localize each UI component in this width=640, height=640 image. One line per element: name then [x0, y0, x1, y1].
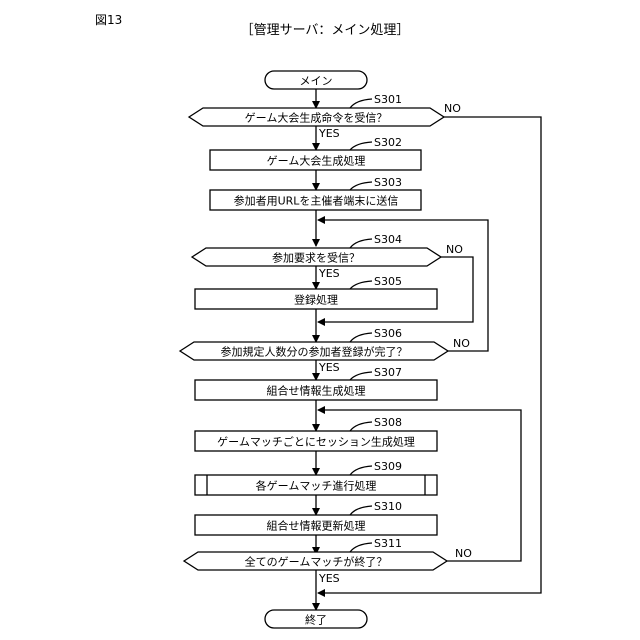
- step-label-s302: S302: [374, 136, 402, 149]
- branch-no-s301: NO: [444, 102, 461, 115]
- process-s305-text: 登録処理: [294, 293, 338, 307]
- step-label-s306: S306: [374, 327, 402, 340]
- decision-s301-text: ゲーム大会生成命令を受信？: [245, 111, 388, 125]
- decision-s301: ゲーム大会生成命令を受信？ S301 YES NO: [189, 93, 461, 140]
- decision-s306-text: 参加規定人数分の参加者登録が完了？: [221, 345, 408, 359]
- decision-s311: 全てのゲームマッチが終了？ S311 YES NO: [184, 537, 472, 585]
- step-label-s309: S309: [374, 460, 402, 473]
- branch-no-s306: NO: [453, 337, 470, 350]
- process-s303-text: 参加者用URLを主催者端末に送信: [234, 194, 399, 208]
- branch-no-s304: NO: [446, 243, 463, 256]
- process-s309-text: 各ゲームマッチ進行処理: [256, 479, 377, 493]
- start-terminal: メイン: [265, 71, 367, 89]
- step-label-s307: S307: [374, 366, 402, 379]
- decision-s304: 参加要求を受信？ S304 YES NO: [192, 233, 463, 280]
- step-label-s308: S308: [374, 416, 402, 429]
- step-label-s310: S310: [374, 500, 402, 513]
- step-label-s305: S305: [374, 275, 402, 288]
- start-label: メイン: [300, 75, 333, 88]
- branch-no-s311: NO: [455, 547, 472, 560]
- process-s307-text: 組合せ情報生成処理: [267, 384, 366, 398]
- decision-s304-text: 参加要求を受信？: [272, 251, 360, 265]
- step-label-s311: S311: [374, 537, 402, 550]
- end-label: 終了: [305, 613, 327, 627]
- step-label-s304: S304: [374, 233, 402, 246]
- branch-yes-s311: YES: [318, 572, 340, 585]
- branch-yes-s304: YES: [318, 267, 340, 280]
- decision-s306: 参加規定人数分の参加者登録が完了？ S306 YES NO: [180, 327, 470, 374]
- process-s308-text: ゲームマッチごとにセッション生成処理: [217, 435, 415, 449]
- decision-s311-text: 全てのゲームマッチが終了？: [245, 555, 388, 569]
- step-label-s301: S301: [374, 93, 402, 106]
- figure-label: 図13: [95, 13, 122, 27]
- process-s310-text: 組合せ情報更新処理: [267, 519, 366, 533]
- process-s302-text: ゲーム大会生成処理: [267, 154, 366, 168]
- end-terminal: 終了: [265, 610, 367, 628]
- branch-yes-s301: YES: [318, 127, 340, 140]
- diagram-title: ［管理サーバ：メイン処理］: [241, 23, 410, 38]
- branch-yes-s306: YES: [318, 361, 340, 374]
- step-label-s303: S303: [374, 176, 402, 189]
